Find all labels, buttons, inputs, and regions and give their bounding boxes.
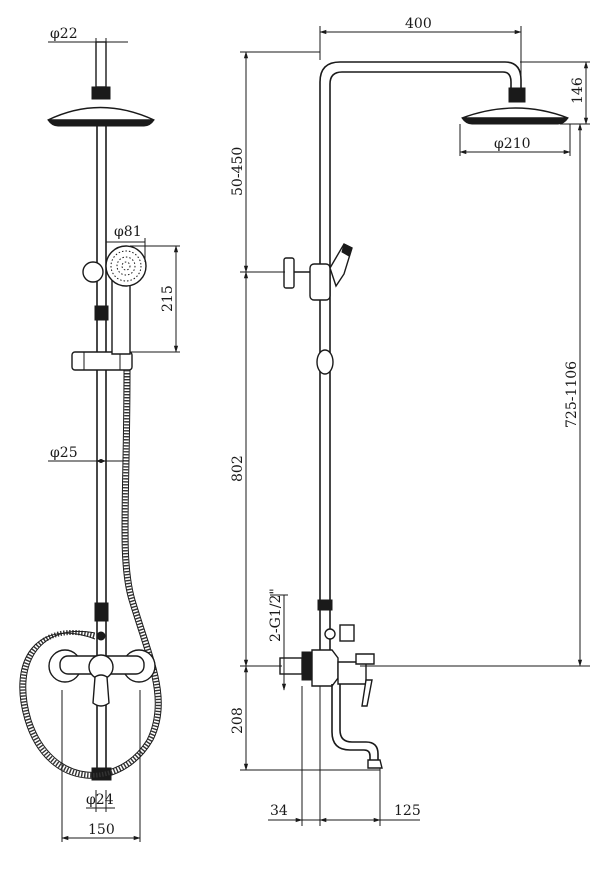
- side-hand-shower: [283, 243, 353, 375]
- front-hand-shower: [82, 245, 147, 355]
- front-shower-hose: [19, 369, 162, 779]
- front-slide-holder: [71, 351, 133, 371]
- dim-spout-reach-label: 125: [394, 803, 421, 819]
- dim-arm-reach-label: 400: [405, 16, 432, 32]
- dim-connection-label: 2-G1/2": [268, 588, 284, 642]
- dim-spout-drop-label: 208: [230, 707, 246, 734]
- dim-pipe-diameter-label: φ25: [50, 445, 78, 461]
- front-dimensions: [48, 38, 180, 842]
- dim-wall-offset-label: 34: [270, 803, 288, 819]
- side-mixer: [279, 624, 383, 769]
- front-shower-arm: [47, 41, 155, 127]
- dim-total-height-label: 725-1106: [564, 361, 580, 428]
- front-mixer: [48, 631, 156, 707]
- side-shower-head: [461, 87, 569, 125]
- dim-handshower-length-label: 215: [160, 285, 176, 312]
- dim-head-diameter-label: φ210: [494, 136, 531, 152]
- side-dimensions: [240, 26, 590, 826]
- dim-adjust-range-label: 50-450: [230, 147, 246, 196]
- dim-arm-diameter-label: φ22: [50, 26, 78, 42]
- side-view: 400 146 φ210 50-450 725-1106 802 2-G1/2"…: [230, 16, 590, 826]
- dim-rail-height-label: 802: [230, 455, 246, 482]
- dim-spout-diameter-label: φ24: [86, 792, 114, 808]
- front-view: φ22 φ81 215 φ25 φ24 150: [19, 26, 180, 842]
- dim-mixer-width-label: 150: [88, 822, 115, 838]
- side-riser-pipe: [317, 61, 522, 650]
- dim-head-drop-label: 146: [570, 77, 586, 104]
- dim-handshower-diameter-label: φ81: [114, 224, 142, 240]
